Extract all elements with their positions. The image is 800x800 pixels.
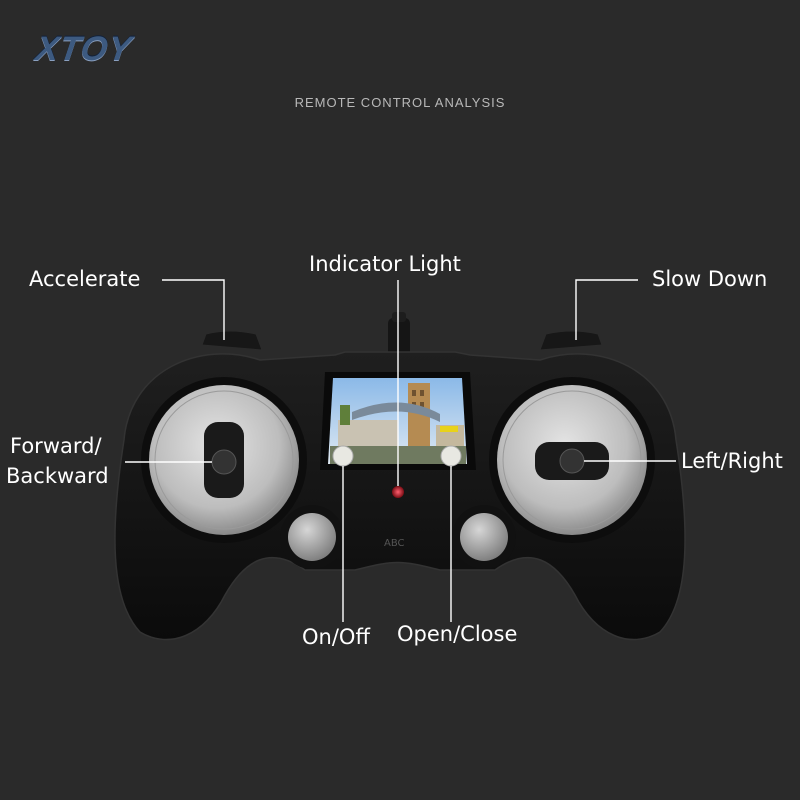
forward-backward-stick <box>211 449 237 475</box>
slow-down-label: Slow Down <box>652 267 768 291</box>
page-subtitle: REMOTE CONTROL ANALYSIS <box>294 95 506 110</box>
lower-left-button <box>280 505 344 569</box>
accelerate-trigger <box>201 330 263 351</box>
accelerate-leader <box>162 279 225 340</box>
antenna <box>388 312 410 362</box>
right-joystick-dial <box>489 377 655 543</box>
lower-right-button <box>452 505 516 569</box>
left-joystick-dial <box>141 377 307 543</box>
open-close-label: Open/Close <box>397 622 518 646</box>
accelerate-label: Accelerate <box>29 267 141 291</box>
slow-down-trigger <box>539 330 603 351</box>
on-off-label: On/Off <box>302 625 370 649</box>
screen-sign-text: ABC <box>384 538 405 549</box>
indicator-light-label: Indicator Light <box>309 252 461 276</box>
left-right-stick <box>559 448 585 474</box>
left-right-label: Left/Right <box>681 449 783 473</box>
forward-label-line1: Forward/ <box>10 434 102 458</box>
open-close-button <box>440 445 462 467</box>
on-off-button <box>332 445 354 467</box>
slow-down-leader <box>575 279 638 340</box>
forward-label-line2: Backward <box>6 464 109 488</box>
callout-lines <box>125 279 676 622</box>
indicator-led <box>392 486 404 498</box>
